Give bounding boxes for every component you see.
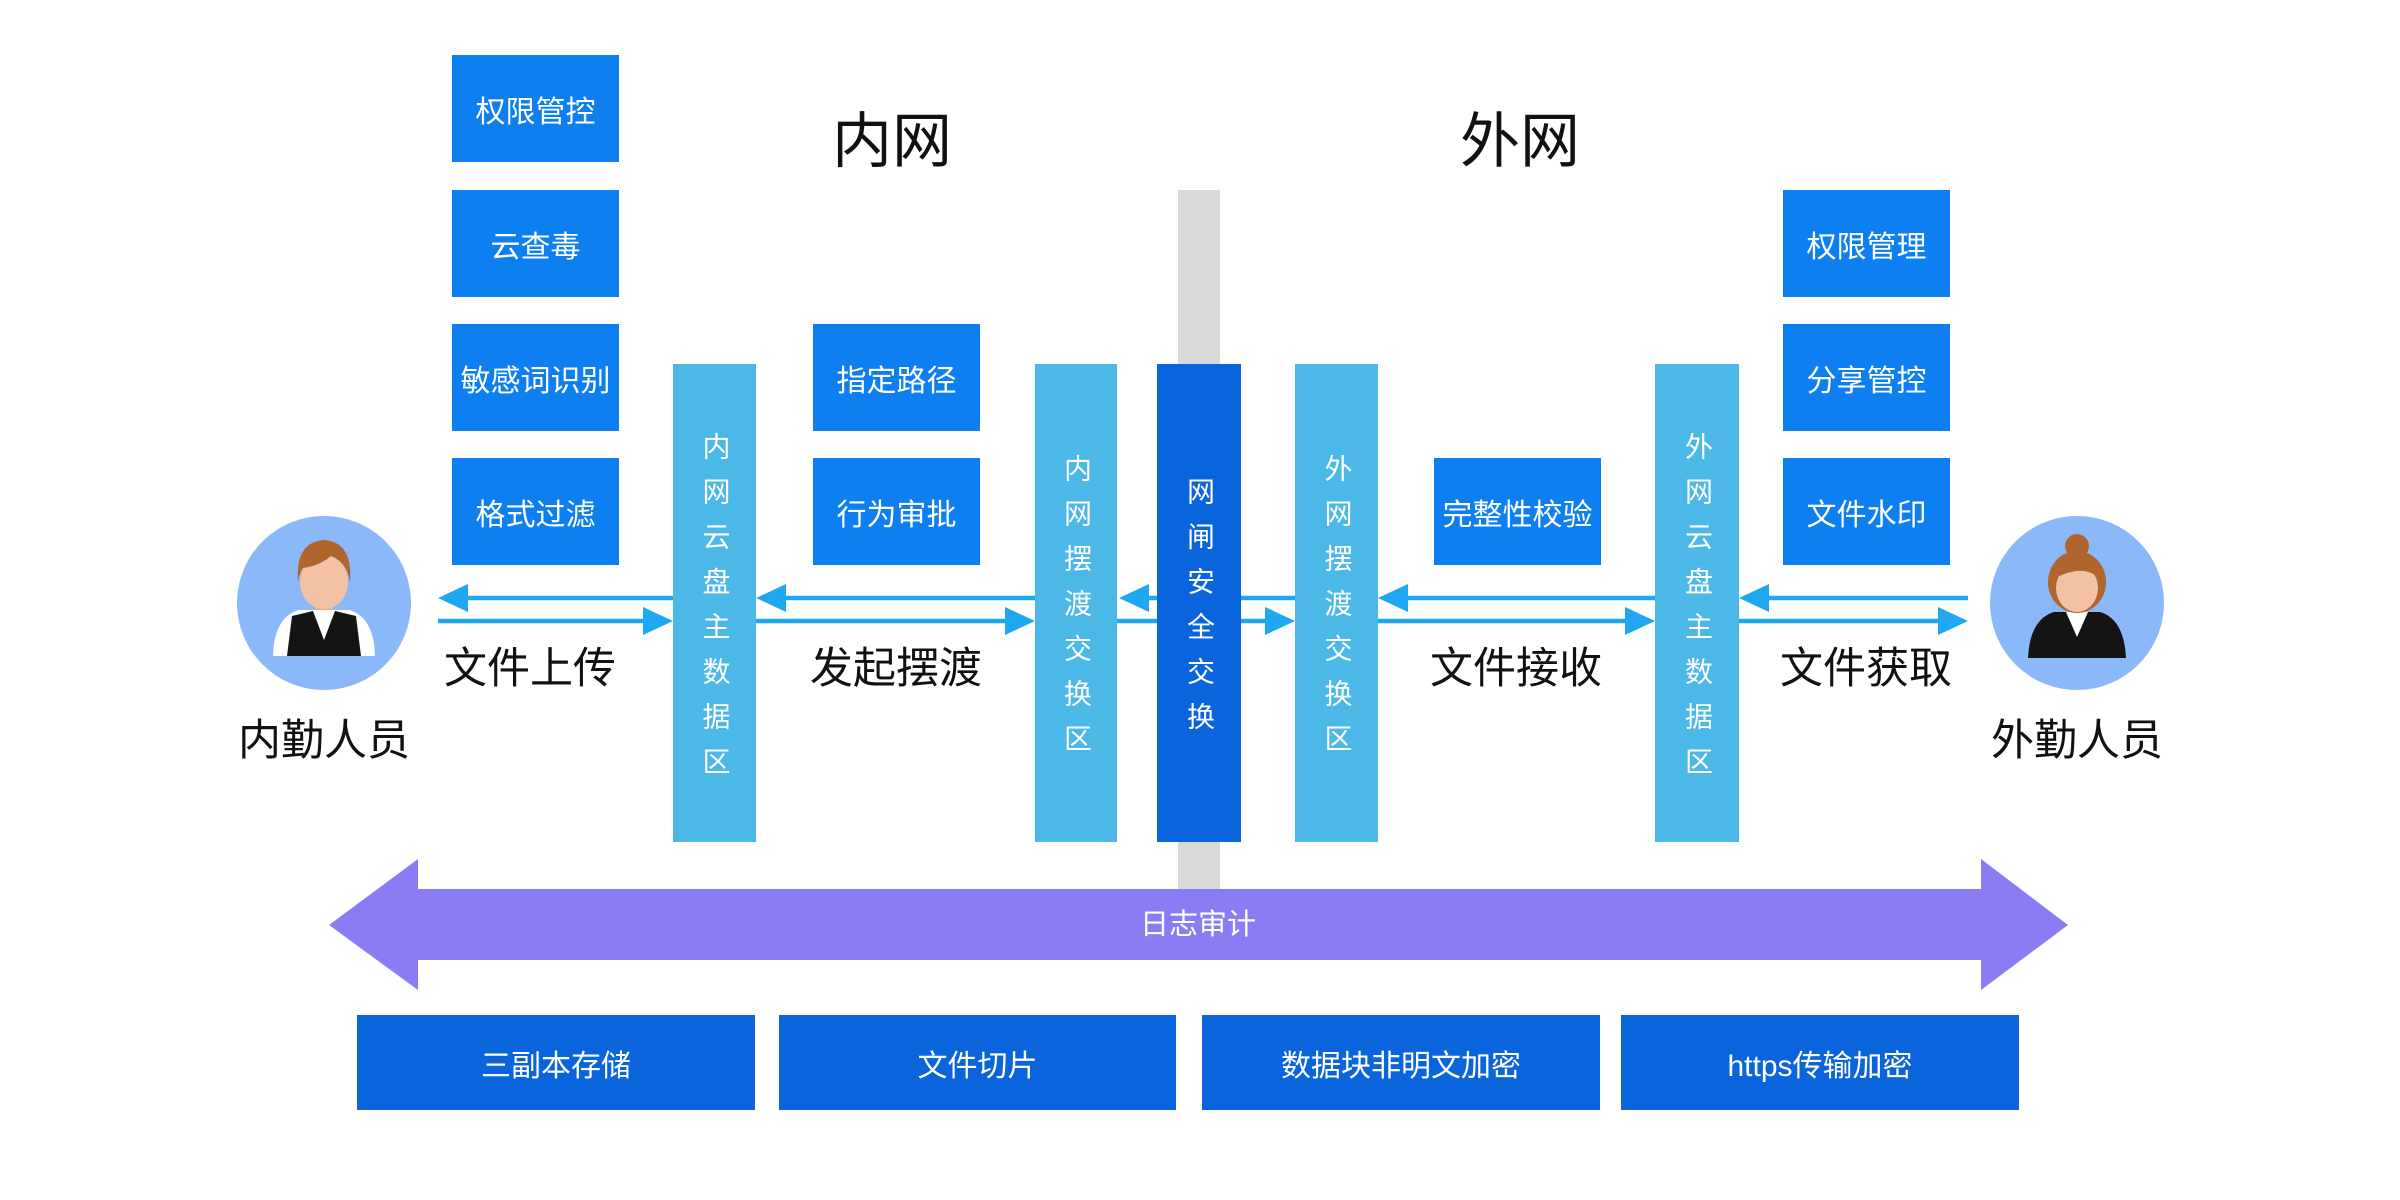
arrowhead-left-icon [1378, 584, 1408, 612]
zone-label: 网闸安全交换 [1184, 476, 1215, 747]
block-encryption-box: 数据块非明文加密 [1202, 1015, 1600, 1110]
zone-label: 外网摆渡交换区 [1321, 454, 1353, 769]
arrowhead-left-icon [756, 584, 786, 612]
zone-label: 内网云盘主数据区 [699, 431, 731, 792]
extranet-title: 外网 [1460, 108, 1580, 175]
initiate-ferry-label: 发起摆渡 [810, 645, 982, 693]
office-staff-avatar-icon [237, 516, 411, 690]
security-gateway-zone: 网闸安全交换 [1157, 364, 1241, 842]
arrowhead-left-icon [438, 584, 468, 612]
intranet-storage-zone: 内网云盘主数据区 [673, 364, 756, 842]
intranet-ferry-zone: 内网摆渡交换区 [1035, 364, 1117, 842]
receive-flow-arrows [1378, 584, 1655, 635]
retrieve-flow-label: 文件获取 [1780, 645, 1952, 693]
format-filter-box: 格式过滤 [452, 458, 619, 565]
zone-label: 外网云盘主数据区 [1682, 431, 1713, 792]
arrowhead-left-icon [1739, 584, 1769, 612]
triple-replica-storage-box: 三副本存储 [357, 1015, 755, 1110]
file-slicing-box: 文件切片 [779, 1015, 1176, 1110]
extranet-storage-zone: 外网云盘主数据区 [1655, 364, 1739, 842]
arrowhead-right-icon [1005, 607, 1035, 635]
cloud-antivirus-box: 云查毒 [452, 190, 619, 297]
upload-flow-arrows [438, 584, 673, 635]
log-audit-label: 日志审计 [1139, 909, 1256, 941]
behavior-approval-box: 行为审批 [813, 458, 980, 565]
field-staff-avatar-icon [1990, 516, 2164, 690]
upload-flow-label: 文件上传 [444, 645, 616, 693]
integrity-check-box: 完整性校验 [1434, 458, 1601, 565]
internal-staff-label: 内勤人员 [238, 717, 410, 765]
arrowhead-right-icon [643, 607, 673, 635]
arrowhead-right-icon [1265, 607, 1295, 635]
audit-double-arrow-icon [329, 859, 2068, 990]
arrowhead-left-icon [1119, 584, 1149, 612]
arrowhead-right-icon [1938, 607, 1968, 635]
intranet-title: 内网 [832, 108, 952, 175]
sensitive-word-detection-box: 敏感词识别 [452, 324, 619, 431]
specified-path-box: 指定路径 [813, 324, 980, 431]
permission-control-box: 权限管控 [452, 55, 619, 162]
arrowhead-right-icon [1625, 607, 1655, 635]
file-watermark-box: 文件水印 [1783, 458, 1950, 565]
share-control-box: 分享管控 [1783, 324, 1950, 431]
external-staff-label: 外勤人员 [1991, 717, 2163, 765]
initiate-ferry-flow-arrows [756, 584, 1035, 635]
retrieve-flow-arrows [1739, 584, 1968, 635]
receive-flow-label: 文件接收 [1430, 645, 1602, 693]
extranet-ferry-zone: 外网摆渡交换区 [1295, 364, 1378, 842]
zone-label: 内网摆渡交换区 [1061, 454, 1092, 769]
permission-management-box: 权限管理 [1783, 190, 1950, 297]
https-encryption-box: https传输加密 [1621, 1015, 2019, 1110]
